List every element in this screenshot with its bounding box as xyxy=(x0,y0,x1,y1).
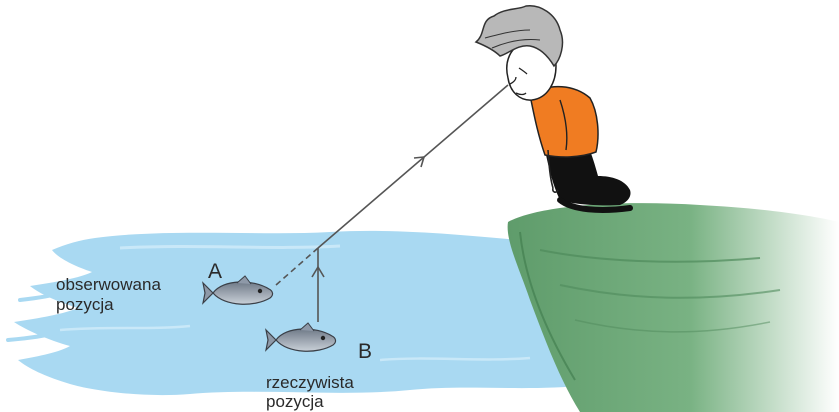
label-observed-line2: pozycja xyxy=(56,295,114,314)
label-real-line1: rzeczywista xyxy=(266,373,354,392)
label-observed-line1: obserwowana xyxy=(56,275,161,294)
label-point-a: A xyxy=(208,260,222,283)
label-point-b: B xyxy=(358,340,372,363)
boy-observer xyxy=(476,6,631,210)
refracted-ray-in-air xyxy=(318,85,508,248)
label-real-line2: pozycja xyxy=(266,392,324,411)
